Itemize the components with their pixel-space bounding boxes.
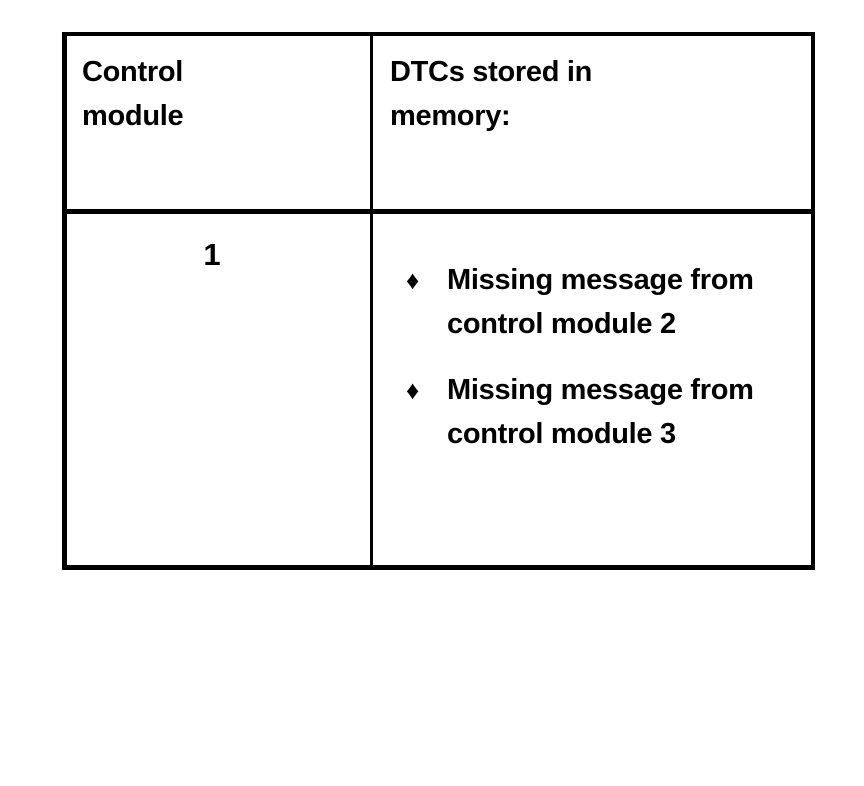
dtc-table: Control module DTCs stored in memory: 1 …	[62, 32, 815, 570]
list-item: ♦ Missing message from control module 3	[403, 368, 803, 456]
table-cell-dtcs-stored: ♦ Missing message from control module 2 …	[373, 214, 811, 565]
control-module-value: 1	[203, 237, 221, 272]
dtc-text: Missing message from control module 2	[447, 264, 754, 340]
column-header-control-module: Control module	[82, 56, 184, 132]
table-header-cell-control-module: Control module	[67, 36, 370, 209]
column-header-dtcs-stored: DTCs stored in memory:	[390, 56, 593, 132]
dtc-text: Missing message from control module 3	[447, 374, 754, 450]
diamond-bullet-icon: ♦	[406, 375, 419, 405]
table-column-divider	[370, 32, 373, 570]
table-row: 1	[67, 214, 370, 565]
table-header-cell-dtcs-stored: DTCs stored in memory:	[373, 36, 811, 209]
table-header-divider	[62, 209, 815, 214]
diamond-bullet-icon: ♦	[406, 265, 419, 295]
list-item: ♦ Missing message from control module 2	[403, 258, 803, 346]
dtc-list: ♦ Missing message from control module 2 …	[403, 258, 803, 456]
